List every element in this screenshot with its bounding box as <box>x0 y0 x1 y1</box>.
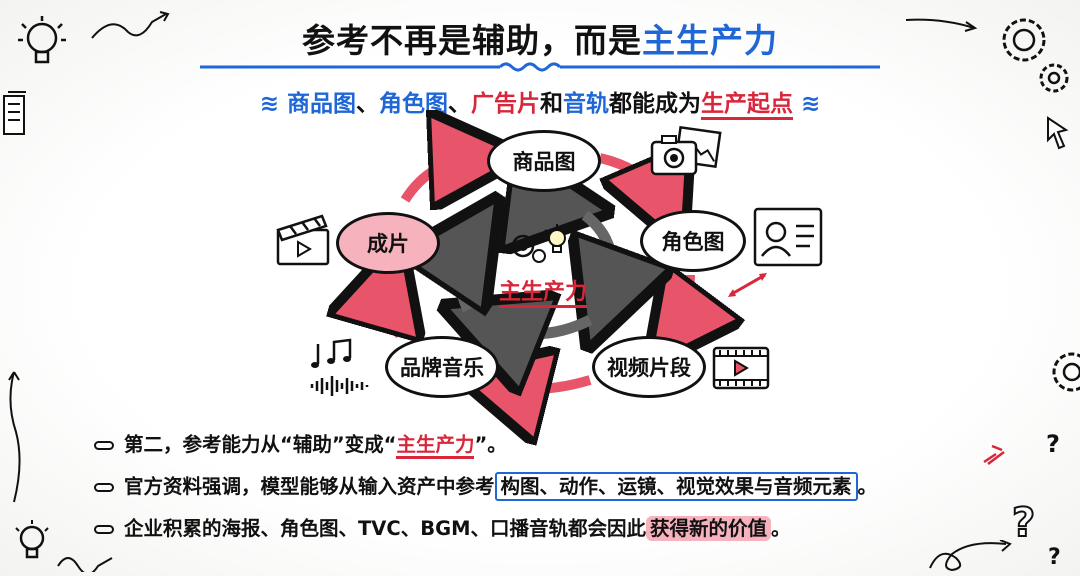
node-final-film: 成片 <box>336 212 440 274</box>
inner-arrow-4 <box>459 240 470 310</box>
subtitle-audio: 音轨 <box>563 91 609 117</box>
node-label: 角色图 <box>661 230 725 254</box>
bullet-marker <box>94 525 114 534</box>
bullet-text: 官方资料强调，模型能够从输入资产中参考 <box>124 475 495 498</box>
arrow-video-to-music <box>500 380 592 389</box>
swirl-arrow-decoration <box>929 540 1012 572</box>
subtitle-product: 商品图 <box>287 91 356 117</box>
clapperboard-icon <box>276 214 330 266</box>
node-label: 品牌音乐 <box>400 356 484 380</box>
center-label-text: 主生产力 <box>498 280 587 308</box>
id-card-icon <box>753 207 823 267</box>
squiggle-decoration <box>57 557 113 572</box>
node-label: 商品图 <box>512 150 576 174</box>
bullet-highlight: 主生产力 <box>396 433 475 459</box>
red-tick-decoration <box>983 444 1005 465</box>
title-highlight: 主生产力 <box>642 21 778 60</box>
paper-stack-icon <box>3 91 26 135</box>
bullet-text: 第二，参考能力从“辅助”变成“ <box>124 433 397 456</box>
bullet-item: 官方资料强调，模型能够从输入资产中参考构图、动作、运镜、视觉效果与音频元素。 <box>94 470 878 501</box>
video-play-icon <box>712 346 770 390</box>
gear-icon <box>1052 352 1080 392</box>
center-label: 主生产力 <box>480 274 606 308</box>
inner-arrow-3 <box>490 320 593 334</box>
curly-arrow-decoration <box>91 11 170 39</box>
camera-icon <box>650 126 722 176</box>
curly-line-decoration <box>8 371 21 503</box>
bullet-marker <box>94 441 114 450</box>
bullet-item: 第二，参考能力从“辅助”变成“主生产力”。 <box>94 428 507 459</box>
title-text: 参考不再是辅助，而是 <box>302 21 642 60</box>
bullet-text-end: ”。 <box>474 433 507 456</box>
arrow-music-to-film <box>386 282 400 335</box>
node-product-image: 商品图 <box>487 130 601 192</box>
node-brand-music: 品牌音乐 <box>385 336 499 398</box>
question-mark-icon: ? ? ? <box>1011 430 1061 570</box>
music-notes-icon <box>310 338 369 396</box>
node-label: 成片 <box>367 232 409 256</box>
node-video-clip: 视频片段 <box>592 336 706 398</box>
node-character-image: 角色图 <box>640 210 746 272</box>
lightbulb-icon <box>15 520 49 559</box>
gear-bulb-icon <box>511 224 570 263</box>
subtitle-deco-right: ≋ <box>793 91 821 117</box>
arrow-film-to-product <box>400 158 478 200</box>
title-underline <box>200 62 880 72</box>
subtitle-sep: 、 <box>356 91 379 117</box>
gear-icon <box>1002 18 1069 93</box>
center-icons <box>505 220 585 270</box>
bullet-boxed-text: 构图、动作、运镜、视觉效果与音频元素 <box>494 472 858 501</box>
double-arrow <box>729 273 766 297</box>
svg-text:?: ? <box>1048 545 1061 570</box>
subtitle-sep: 和 <box>540 91 563 117</box>
node-label: 视频片段 <box>607 356 691 380</box>
bullet-text-end: 。 <box>771 517 791 540</box>
bullet-text: 企业积累的海报、角色图、TVC、BGM、口播音轨都会因此 <box>124 517 646 540</box>
svg-text:?: ? <box>1046 430 1060 458</box>
svg-text:?: ? <box>1012 500 1035 546</box>
cursor-icon <box>1047 116 1069 150</box>
lightbulb-icon <box>18 16 66 64</box>
subtitle-deco-left: ≋ <box>259 91 287 117</box>
arrow-decoration <box>905 18 978 32</box>
subtitle-mid: 都能成为 <box>609 91 701 117</box>
arrow-character-to-video <box>675 275 690 330</box>
bullet-item: 企业积累的海报、角色图、TVC、BGM、口播音轨都会因此获得新的价值。 <box>94 512 791 541</box>
inner-arrow-2 <box>585 210 612 300</box>
bullet-text-end: 。 <box>857 475 878 498</box>
slide-title: 参考不再是辅助，而是主生产力 <box>0 14 1080 62</box>
bullet-highlight: 获得新的价值 <box>645 516 771 541</box>
subtitle-start-point: 生产起点 <box>701 91 793 120</box>
bullet-marker <box>94 483 114 492</box>
